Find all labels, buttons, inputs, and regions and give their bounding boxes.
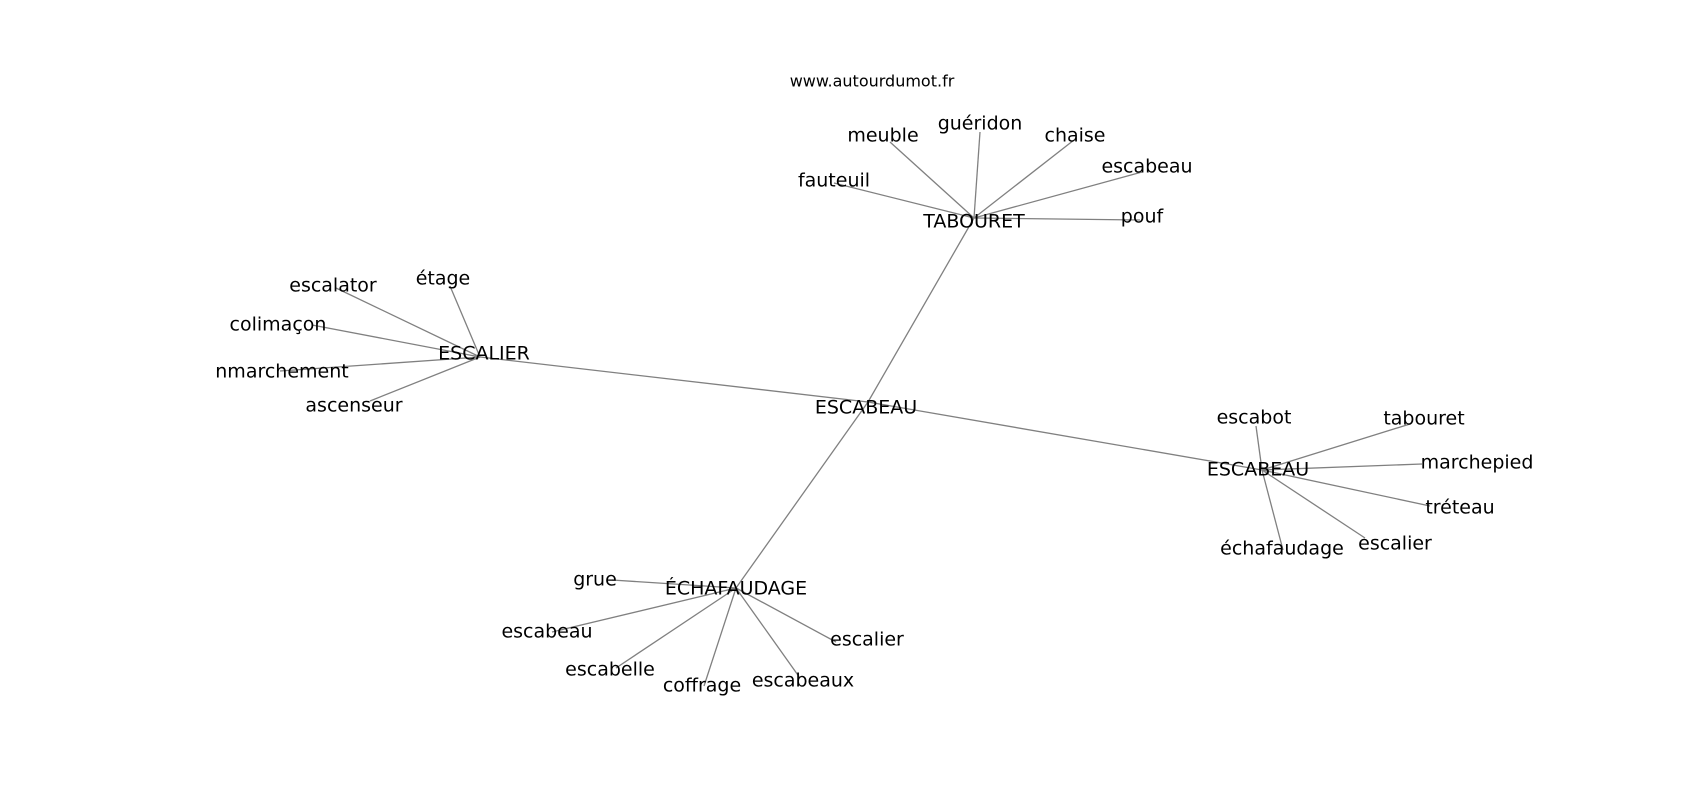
node-hub: TABOURET xyxy=(922,211,1025,233)
edge-center-hub xyxy=(479,356,869,403)
node-leaf: fauteuil xyxy=(798,170,870,192)
edge-hub-leaf xyxy=(1261,423,1411,471)
edge-hub-leaf xyxy=(369,356,481,402)
node-leaf: pouf xyxy=(1121,206,1165,228)
left-crop-mask xyxy=(0,355,214,395)
node-leaf: chaise xyxy=(1045,125,1106,147)
edge-hub-leaf xyxy=(279,356,481,372)
node-leaf: meuble xyxy=(847,125,918,147)
node-leaf: escalier xyxy=(830,629,904,651)
edge-hub-leaf xyxy=(1261,469,1366,539)
node-leaf: nmarchement xyxy=(215,361,348,383)
edge-center-hub xyxy=(867,217,975,403)
node-leaf: guéridon xyxy=(938,113,1023,135)
node-leaf: escabeau xyxy=(501,621,592,643)
edge-hub-leaf xyxy=(615,587,737,669)
edge-hub-leaf xyxy=(735,587,837,643)
node-hub: ÉCHAFAUDAGE xyxy=(665,577,807,600)
edge-hub-leaf xyxy=(889,141,975,219)
edge-hub-leaf xyxy=(1255,425,1263,471)
edge-hub-leaf xyxy=(973,171,1143,219)
edge-hub-leaf xyxy=(611,579,737,589)
node-leaf: escabot xyxy=(1217,407,1292,429)
node-hub: ESCALIER xyxy=(438,343,530,365)
edge-hub-leaf xyxy=(973,217,1141,221)
edge-hub-leaf xyxy=(551,587,737,633)
node-leaf: escalator xyxy=(289,275,377,297)
node-leaf: escabelle xyxy=(565,659,655,681)
graph-edges xyxy=(279,131,1431,687)
source-url: www.autourdumot.fr xyxy=(790,72,955,91)
node-hub: ESCABEAU xyxy=(1207,459,1309,481)
node-leaf: escabeau xyxy=(1101,156,1192,178)
edge-hub-leaf xyxy=(449,285,481,358)
node-leaf: tréteau xyxy=(1425,497,1494,519)
edge-hub-leaf xyxy=(973,139,1075,219)
edge-hub-leaf xyxy=(735,587,801,679)
edge-hub-leaf xyxy=(335,287,481,358)
node-center: ESCABEAU xyxy=(815,397,917,419)
node-leaf: tabouret xyxy=(1383,408,1464,430)
edge-hub-leaf xyxy=(1261,469,1431,507)
node-leaf: grue xyxy=(573,569,617,591)
edge-center-hub xyxy=(735,401,869,589)
node-leaf: échafaudage xyxy=(1220,538,1344,560)
graph-labels: ESCABEAU TABOURET meuble guéridon chaise esca… xyxy=(0,113,1533,697)
edge-hub-leaf xyxy=(1261,469,1284,551)
node-leaf: marchepied xyxy=(1421,452,1534,474)
node-leaf: coffrage xyxy=(663,675,741,697)
edge-center-hub xyxy=(867,401,1263,471)
node-leaf: escabeaux xyxy=(752,670,854,692)
edge-hub-leaf xyxy=(311,324,481,358)
node-leaf: escalier xyxy=(1358,533,1432,555)
node-leaf: colimaçon xyxy=(230,314,327,336)
edge-hub-leaf xyxy=(973,131,981,219)
edge-hub-leaf xyxy=(833,182,975,219)
node-leaf: étage xyxy=(416,268,471,290)
edge-hub-leaf xyxy=(1261,463,1423,471)
edge-hub-leaf xyxy=(703,587,737,687)
node-leaf: ascenseur xyxy=(305,395,402,417)
